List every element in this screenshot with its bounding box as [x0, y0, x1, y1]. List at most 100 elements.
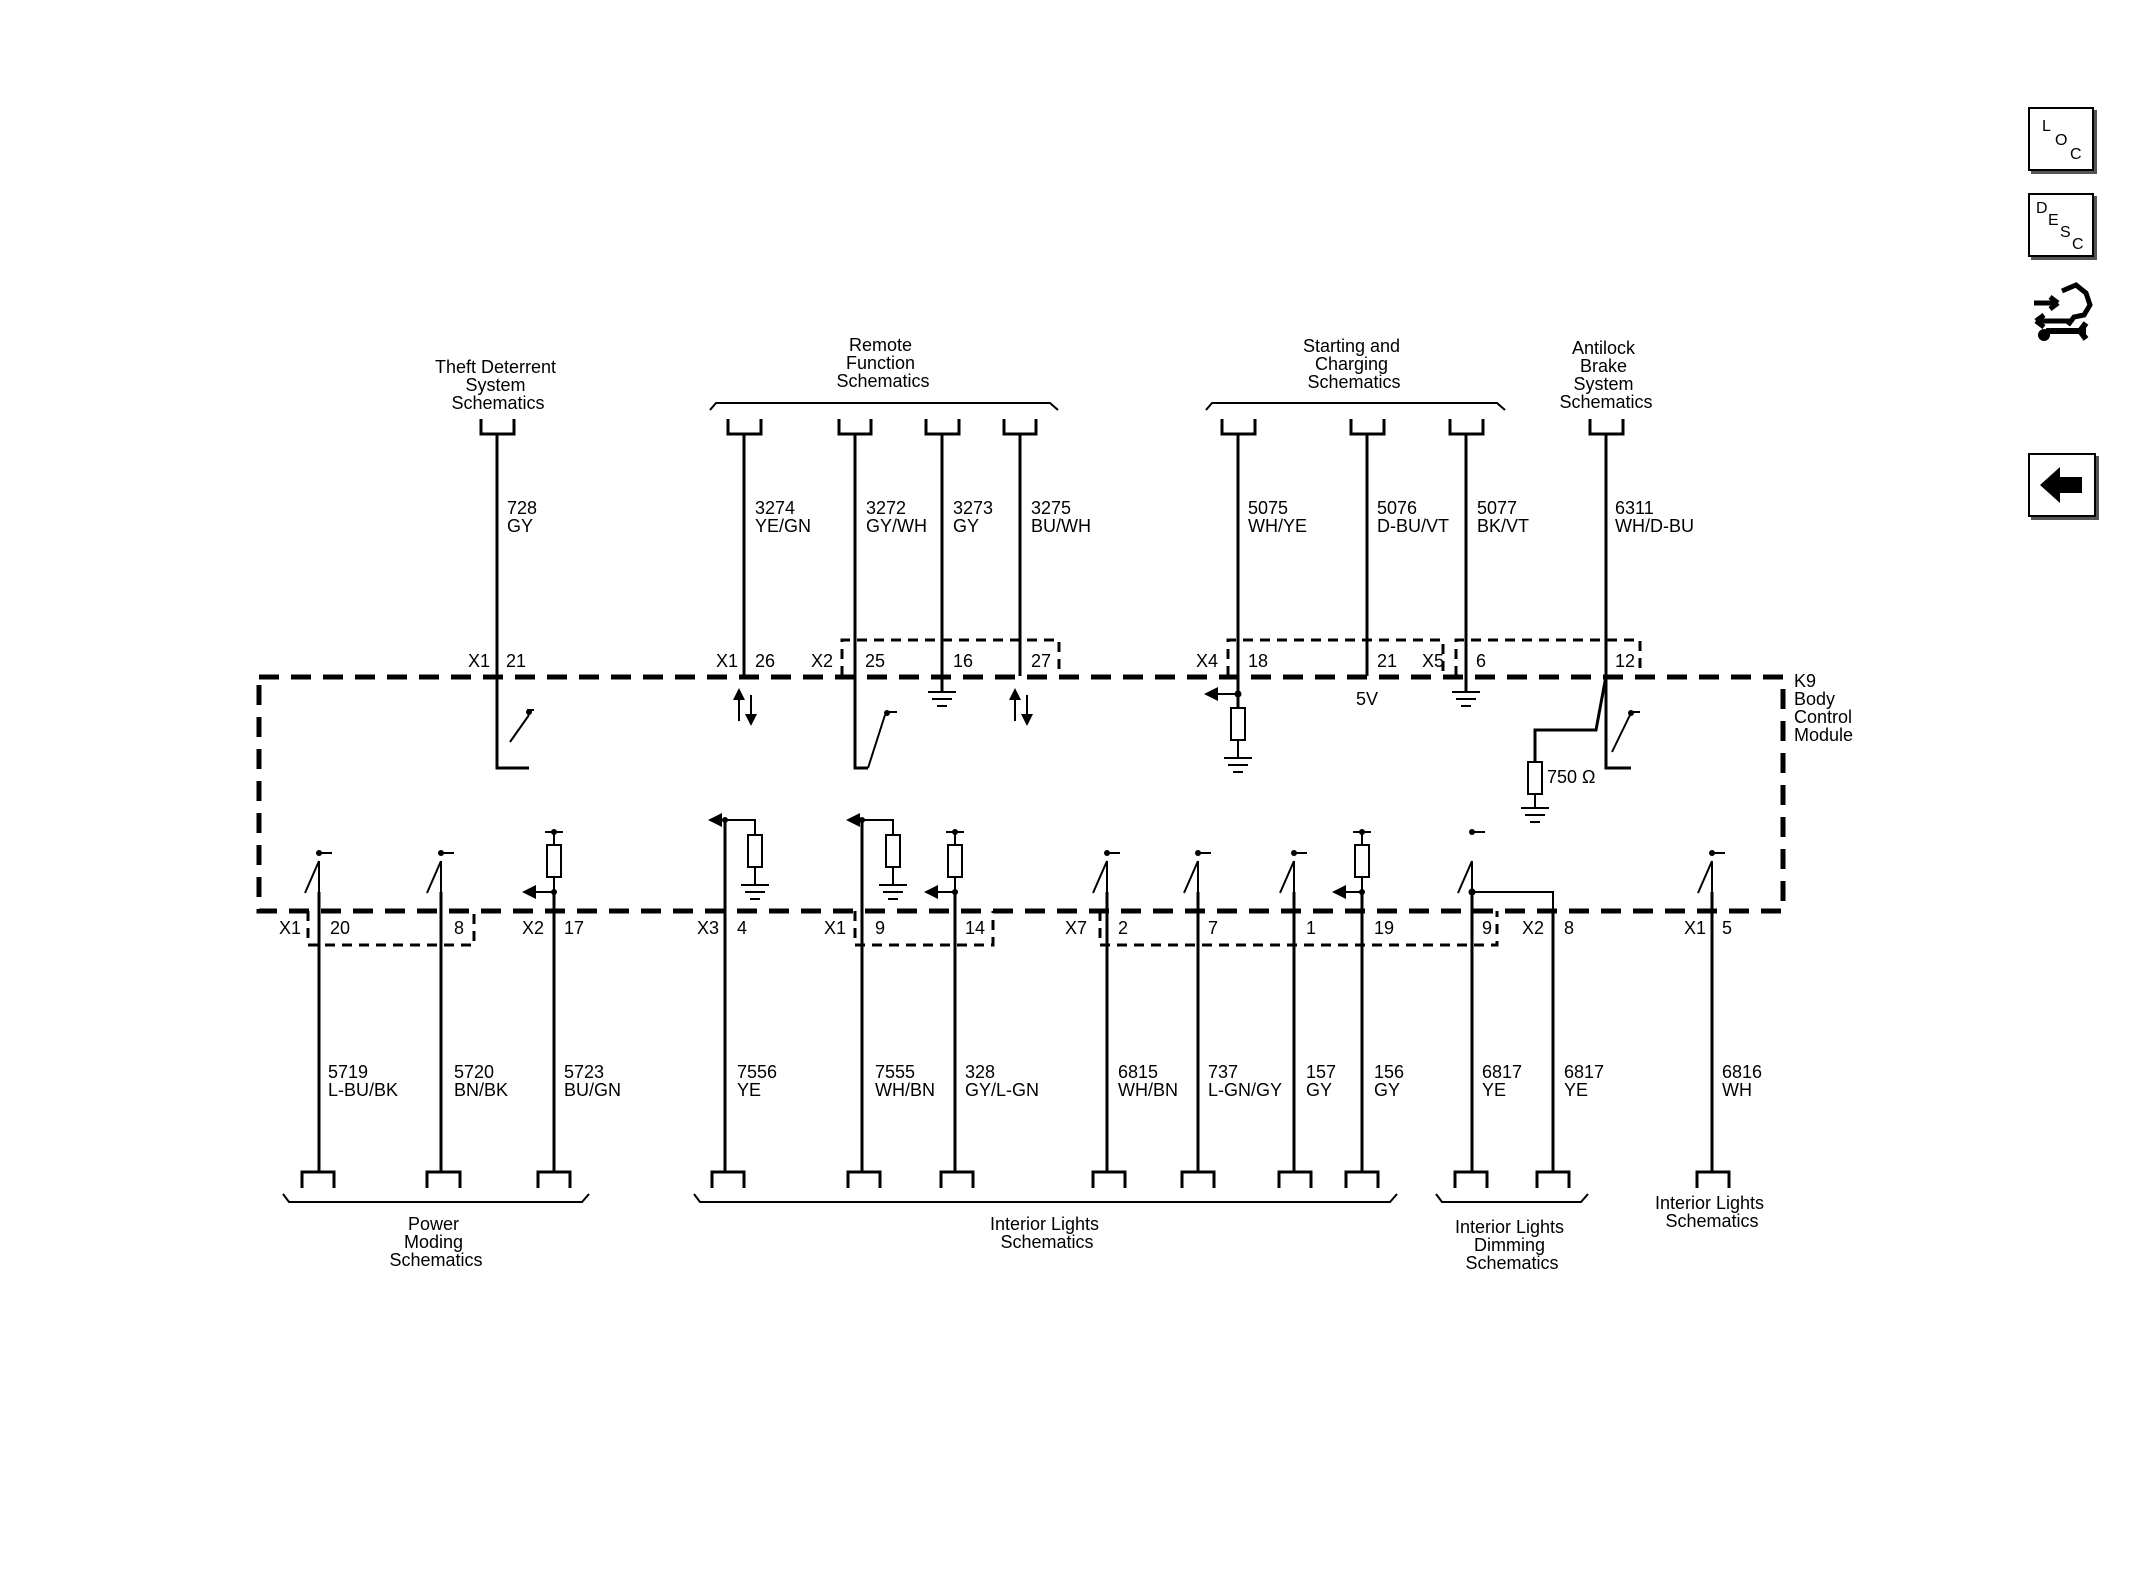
svg-text:12: 12 — [1615, 651, 1635, 671]
svg-text:3275: 3275 — [1031, 498, 1071, 518]
back-button[interactable] — [2028, 453, 2096, 517]
connector-x1b-bottom-bracket — [853, 911, 995, 947]
dest-interior-lights-dimming[interactable]: Interior Lights Dimming Schematics — [1455, 1217, 1569, 1273]
top-wire-5076: 5076 D-BU/VT 21 — [1349, 419, 1449, 676]
connector-x2-top-bracket — [840, 638, 1061, 676]
svg-text:156: 156 — [1374, 1062, 1404, 1082]
svg-text:6817: 6817 — [1564, 1062, 1604, 1082]
bottom-wire-156: 156 GY 19 — [1344, 892, 1404, 1188]
svg-text:728: 728 — [507, 498, 537, 518]
svg-text:4: 4 — [737, 918, 747, 938]
svg-text:27: 27 — [1031, 651, 1051, 671]
svg-text:YE: YE — [1482, 1080, 1506, 1100]
svg-text:5719: 5719 — [328, 1062, 368, 1082]
svg-text:WH/D-BU: WH/D-BU — [1615, 516, 1694, 536]
top-wire-5075: 5075 WH/YE X4 18 — [1196, 419, 1307, 773]
svg-text:8: 8 — [1564, 918, 1574, 938]
loc-button[interactable]: L O C — [2028, 107, 2094, 171]
svg-text:GY: GY — [1374, 1080, 1400, 1100]
svg-text:GY: GY — [1306, 1080, 1332, 1100]
svg-text:X2: X2 — [811, 651, 833, 671]
svg-text:9: 9 — [875, 918, 885, 938]
svg-text:328: 328 — [965, 1062, 995, 1082]
svg-text:WH/BN: WH/BN — [875, 1080, 935, 1100]
dest-starting-charging[interactable]: Starting and Charging Schematics — [1303, 336, 1405, 392]
top-wire-3272: 3272 GY/WH X2 25 — [811, 419, 927, 770]
top-wire-5077: 5077 BK/VT X5 6 — [1422, 419, 1529, 707]
svg-text:WH/BN: WH/BN — [1118, 1080, 1178, 1100]
svg-text:YE: YE — [737, 1080, 761, 1100]
brace-remote — [709, 402, 1059, 411]
svg-text:O: O — [2055, 132, 2067, 149]
module-label: K9 Body Control Module — [1794, 671, 1857, 745]
svg-text:18: 18 — [1248, 651, 1268, 671]
svg-text:5076: 5076 — [1377, 498, 1417, 518]
svg-text:L-BU/BK: L-BU/BK — [328, 1080, 398, 1100]
svg-text:6817: 6817 — [1482, 1062, 1522, 1082]
svg-text:BK/VT: BK/VT — [1477, 516, 1529, 536]
svg-text:21: 21 — [506, 651, 526, 671]
svg-text:GY/WH: GY/WH — [866, 516, 927, 536]
svg-text:8: 8 — [454, 918, 464, 938]
desc-button[interactable]: D E S C — [2028, 193, 2094, 257]
svg-text:BU/GN: BU/GN — [564, 1080, 621, 1100]
svg-text:5720: 5720 — [454, 1062, 494, 1082]
dest-interior-lights[interactable]: Interior Lights Schematics — [990, 1214, 1104, 1252]
svg-text:16: 16 — [953, 651, 973, 671]
svg-text:26: 26 — [755, 651, 775, 671]
dest-power-moding[interactable]: Power Moding Schematics — [389, 1214, 482, 1270]
bottom-wire-5719: 5719 L-BU/BK X1 20 — [279, 892, 398, 1188]
svg-text:YE/GN: YE/GN — [755, 516, 811, 536]
internal-bottom-switches — [304, 813, 1725, 911]
bottom-wire-5720: 5720 BN/BK 8 — [425, 892, 508, 1188]
svg-text:1: 1 — [1306, 918, 1316, 938]
svg-text:BN/BK: BN/BK — [454, 1080, 508, 1100]
svg-text:BU/WH: BU/WH — [1031, 516, 1091, 536]
brace-interior-dimming — [1435, 1193, 1589, 1203]
svg-text:X2: X2 — [522, 918, 544, 938]
svg-text:7: 7 — [1208, 918, 1218, 938]
svg-text:21: 21 — [1377, 651, 1397, 671]
arrow-left-icon — [2040, 467, 2082, 503]
dest-remote-function[interactable]: Remote Function Schematics — [836, 335, 929, 391]
svg-text:X1: X1 — [468, 651, 490, 671]
connector-wrench-icon — [2034, 282, 2093, 341]
svg-text:GY/L-GN: GY/L-GN — [965, 1080, 1039, 1100]
svg-text:X1: X1 — [1684, 918, 1706, 938]
resistor-label: 750 Ω — [1547, 767, 1596, 787]
dest-theft-deterrent[interactable]: Theft Deterrent System Schematics — [435, 357, 561, 413]
svg-text:7556: 7556 — [737, 1062, 777, 1082]
bottom-wire-6817-b: 6817 YE X2 8 — [1522, 911, 1604, 1188]
dest-interior-lights-2[interactable]: Interior Lights Schematics — [1655, 1193, 1769, 1231]
connector-x5-top-bracket — [1454, 638, 1642, 676]
connector-x1-bottom-bracket — [306, 911, 476, 947]
svg-text:GY: GY — [953, 516, 979, 536]
svg-text:17: 17 — [564, 918, 584, 938]
brace-interior-lights — [693, 1193, 1398, 1203]
connector-tool-button[interactable] — [2028, 275, 2094, 351]
loc-icon: L O C — [2042, 118, 2082, 163]
svg-text:X4: X4 — [1196, 651, 1218, 671]
svg-text:2: 2 — [1118, 918, 1128, 938]
svg-text:X1: X1 — [824, 918, 846, 938]
svg-text:6: 6 — [1476, 651, 1486, 671]
svg-text:3273: 3273 — [953, 498, 993, 518]
top-wire-3275: 3275 BU/WH 27 — [1002, 419, 1091, 726]
desc-icon: D E S C — [2036, 200, 2084, 253]
top-wire-3274: 3274 YE/GN X1 26 — [716, 419, 811, 726]
brace-power-moding — [282, 1193, 590, 1203]
svg-text:6816: 6816 — [1722, 1062, 1762, 1082]
svg-text:3274: 3274 — [755, 498, 795, 518]
svg-text:C: C — [2072, 236, 2084, 253]
svg-text:X7: X7 — [1065, 918, 1087, 938]
svg-text:GY: GY — [507, 516, 533, 536]
svg-text:X5: X5 — [1422, 651, 1444, 671]
svg-text:D-BU/VT: D-BU/VT — [1377, 516, 1449, 536]
svg-text:C: C — [2070, 146, 2082, 163]
dest-antilock-brake[interactable]: Antilock Brake System Schematics — [1559, 338, 1652, 412]
svg-text:7555: 7555 — [875, 1062, 915, 1082]
svg-text:S: S — [2060, 224, 2071, 241]
svg-text:5077: 5077 — [1477, 498, 1517, 518]
bottom-wire-328: 328 GY/L-GN 14 — [939, 892, 1039, 1188]
bottom-wire-7556: 7556 YE X3 4 — [697, 820, 777, 1188]
